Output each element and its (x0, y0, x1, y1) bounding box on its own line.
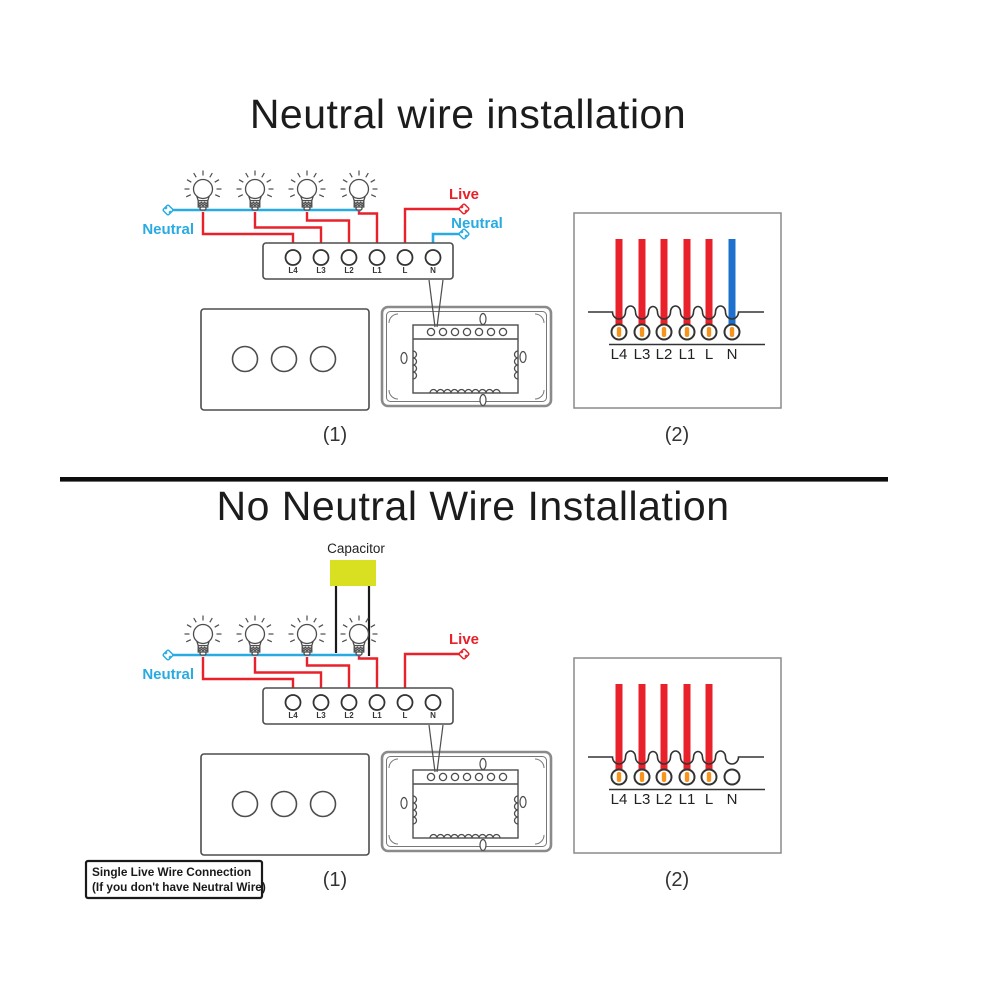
lamp2-live-wire (253, 212, 323, 245)
lamp2-live-wire (253, 657, 323, 690)
terminal-label: L2 (344, 711, 354, 720)
figure2-caption: (2) (665, 869, 689, 891)
wallbox-wires (615, 239, 736, 327)
capacitor-body (330, 560, 376, 586)
note-line-2: (If you don't have Neutral Wire) (92, 880, 266, 894)
top-section-title: Neutral wire installation (250, 91, 686, 137)
lamp4-live-wire (357, 210, 379, 245)
top-wallbox-detail: L4 L3 L2 L1 L N (2) (573, 212, 782, 446)
capacitor-label: Capacitor (327, 541, 385, 556)
lamp3-live-wire (305, 212, 351, 245)
wallbox-label: L (705, 346, 713, 363)
switch-front-panel (200, 308, 370, 411)
capacitor-assembly: Capacitor (327, 541, 385, 656)
note-border (84, 859, 264, 900)
terminal-label: L (403, 266, 408, 275)
lamp1-live-wire (201, 212, 295, 245)
live-label: Live (449, 186, 479, 203)
switch-front-panel (200, 753, 370, 856)
wallbox-label: N (727, 791, 738, 808)
figure1-caption: (1) (323, 424, 347, 446)
wallbox-label: L1 (679, 346, 696, 363)
wallbox-wires (615, 684, 713, 772)
terminal-label: L3 (316, 266, 326, 275)
terminal-label: L4 (288, 711, 298, 720)
terminal-label: N (430, 266, 436, 275)
wallbox-frame (573, 657, 782, 854)
switch-back-module (380, 305, 553, 408)
wallbox-label: L2 (656, 346, 673, 363)
lamp-icon (235, 169, 275, 211)
bottom-lamps (183, 614, 379, 656)
wallbox-terminals (610, 768, 741, 786)
lamp-icon (183, 169, 223, 211)
neutral-lug-icon (161, 648, 175, 662)
wallbox-label: L (705, 791, 713, 808)
neutral-lug-icon (161, 203, 175, 217)
terminal-label: N (430, 711, 436, 720)
section-divider (60, 477, 888, 482)
wallbox-label: N (727, 346, 738, 363)
bottom-wallbox-detail: L4 L3 L2 L1 L N (2) (573, 657, 782, 891)
wallbox-label: L4 (611, 346, 628, 363)
empty-n-terminal (723, 768, 741, 786)
wallbox-label: L4 (611, 791, 628, 808)
wallbox-label: L2 (656, 791, 673, 808)
lamp-icon (339, 169, 379, 211)
terminal-label: L (403, 711, 408, 720)
switch-back-module (380, 750, 553, 853)
live-lug-icon (457, 647, 471, 661)
lamp-icon (183, 614, 223, 656)
note-line-1: Single Live Wire Connection (92, 865, 251, 879)
wallbox-terminal-labels: L4 L3 L2 L1 L N (611, 346, 738, 363)
neutral-right-label: Neutral (451, 215, 503, 232)
lamp3-live-wire (305, 657, 351, 690)
neutral-left-label: Neutral (142, 221, 194, 238)
terminal-label: L3 (316, 711, 326, 720)
wallbox-frame (573, 212, 782, 409)
terminal-label: L2 (344, 266, 354, 275)
lamp-icon (287, 614, 327, 656)
terminal-label: L1 (372, 711, 382, 720)
n-terminal-pointer (428, 724, 444, 773)
figure1-caption: (1) (323, 869, 347, 891)
n-terminal-pointer (428, 279, 444, 328)
terminal-label: L4 (288, 266, 298, 275)
live-feed-wire (403, 207, 461, 245)
wallbox-label: L3 (634, 346, 651, 363)
figure2-caption: (2) (665, 424, 689, 446)
live-lug-icon (457, 202, 471, 216)
terminal-label: L1 (372, 266, 382, 275)
wallbox-label: L3 (634, 791, 651, 808)
lamp-icon (287, 169, 327, 211)
neutral-left-label: Neutral (142, 666, 194, 683)
top-lamps (183, 169, 379, 211)
live-label: Live (449, 631, 479, 648)
neutral-feed-wire (431, 232, 461, 245)
single-live-wire-note: Single Live Wire Connection (If you don'… (84, 859, 266, 900)
top-terminal-block: L4 L3 L2 L1 L N (262, 242, 454, 280)
lamp4-live-wire (357, 655, 379, 690)
wallbox-terminals (610, 323, 741, 341)
wallbox-terminal-labels: L4 L3 L2 L1 L N (611, 791, 738, 808)
section-no-neutral-installation: No Neutral Wire Installation Capacitor (84, 483, 782, 900)
wallbox-label: L1 (679, 791, 696, 808)
section-neutral-installation: Neutral wire installation Neutral Live N… (142, 91, 782, 446)
top-circuit-wires (161, 202, 471, 245)
lamp-icon (235, 614, 275, 656)
bottom-section-title: No Neutral Wire Installation (216, 483, 729, 529)
bottom-circuit-wires (161, 647, 471, 690)
lamp-icon (339, 614, 379, 656)
lamp1-live-wire (201, 657, 295, 690)
bottom-terminal-block: L4 L3 L2 L1 L N (262, 687, 454, 725)
live-feed-wire (403, 652, 461, 690)
